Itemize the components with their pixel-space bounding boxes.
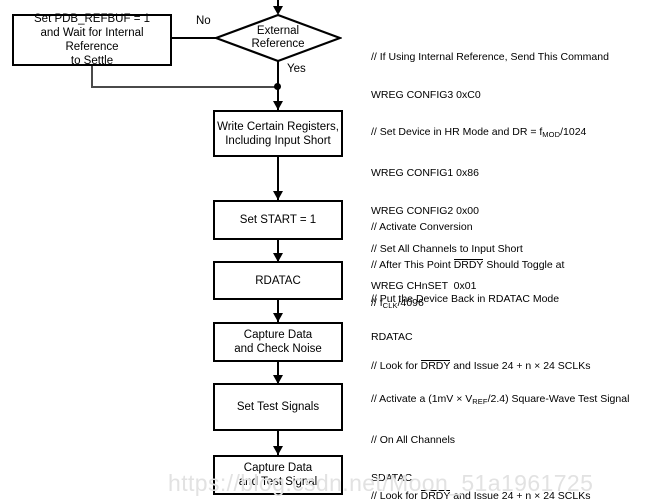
overline-drdy-2: DRDY (420, 360, 451, 373)
decision-diamond-shape (214, 13, 342, 63)
overline-drdy-3: DRDY (420, 490, 451, 499)
node-pdb-refbuf-line-1: Set PDB_REFBUF = 1 (34, 13, 150, 25)
connector-top-into-decision (277, 0, 279, 10)
arrowhead-set-test-signals (273, 375, 283, 384)
connector-test-signals-to-capture-test (277, 431, 279, 455)
node-capture-test-signal-line-1: Capture Data (243, 462, 313, 474)
node-capture-check-noise-line-2: and Check Noise (234, 343, 322, 355)
comment-rdatac: // Put the Device Back in RDATAC Mode RD… (371, 268, 559, 369)
comment-set-test-signals: // Activate a (1mV × VREF/2.4) Square-Wa… (371, 368, 629, 499)
node-write-registers-line-1: Write Certain Registers, (217, 120, 339, 133)
node-pdb-refbuf: Set PDB_REFBUF = 1 and Wait for Internal… (12, 13, 172, 67)
node-capture-test-signal: Capture Data and Test Signal (213, 455, 343, 495)
arrowhead-capture-noise (273, 313, 283, 322)
comment-rdatac-line-2: RDATAC (371, 330, 413, 343)
comment-set-start-line-2: // After This Point DRDY Should Toggle a… (371, 258, 565, 271)
decision-external-reference: External Reference (214, 13, 342, 63)
node-capture-check-noise-line-1: Capture Data (243, 329, 313, 341)
junction-dot (274, 83, 281, 90)
node-set-test-signals-line-1: Set Test Signals (236, 401, 320, 413)
arrowhead-set-start (273, 191, 283, 200)
connector-noise-to-test-signals (277, 362, 279, 384)
comment-capture-test: // Look for DRDY and Issue 24 + n × 24 S… (371, 465, 590, 499)
comment-write-registers-line-3: WREG CONFIG2 0x00 (371, 204, 479, 217)
subscript-ref: REF (472, 397, 488, 407)
comment-write-registers-line-5: WREG CHnSET 0x01 (371, 280, 477, 293)
connector-junction-to-write-registers (277, 87, 279, 110)
node-rdatac-line-1: RDATAC (255, 274, 301, 287)
node-set-test-signals: Set Test Signals (213, 383, 343, 431)
node-rdatac: RDATAC (213, 261, 343, 300)
watermark-text: https://blog.csdn.net/Moon_51a1961725 (168, 470, 594, 496)
comment-set-start-line-1: // Activate Conversion (371, 221, 473, 234)
overline-drdy-1: DRDY (453, 258, 484, 271)
arrowhead-write-registers (273, 101, 283, 110)
node-capture-test-signal-line-2: and Test Signal (238, 476, 318, 488)
connector-left-box-down (91, 66, 93, 88)
comment-capture-noise: // Look for DRDY and Issue 24 + n × 24 S… (371, 335, 590, 398)
node-pdb-refbuf-line-3: to Settle (70, 55, 114, 67)
comment-capture-noise-line-1: // Look for DRDY and Issue 24 + n × 24 S… (371, 360, 591, 373)
comment-set-test-signals-line-3: SDATAC (371, 471, 413, 484)
subscript-clk: CLK (382, 300, 398, 310)
comment-write-registers-line-4: // Set All Channels to Input Short (371, 242, 523, 255)
node-capture-check-noise: Capture Data and Check Noise (213, 322, 343, 362)
node-pdb-refbuf-line-2: and Wait for Internal Reference (40, 27, 144, 53)
comment-write-registers-line-2: WREG CONFIG1 0x86 (371, 166, 479, 179)
comment-set-test-signals-line-2: // On All Channels (371, 433, 456, 446)
comment-internal-reference-line-1: // If Using Internal Reference, Send Thi… (371, 51, 609, 64)
comment-set-start: // Activate Conversion // After This Poi… (371, 196, 564, 338)
arrowhead-rdatac (273, 253, 283, 262)
node-set-start-line-1: Set START = 1 (239, 214, 317, 226)
node-write-registers-line-2: Including Input Short (225, 134, 331, 147)
comment-set-test-signals-line-1: // Activate a (1mV × VREF/2.4) Square-Wa… (371, 393, 630, 407)
comment-set-start-line-3: // fCLK/4096 (371, 296, 424, 310)
connector-rdatac-to-capture-noise (277, 300, 279, 322)
connector-write-to-start (277, 157, 279, 200)
connector-yes-branch (277, 61, 279, 87)
edge-label-no: No (196, 15, 211, 27)
subscript-mod: MOD (542, 130, 561, 140)
connector-left-box-right (91, 86, 279, 88)
connector-no-branch (172, 37, 216, 39)
arrowhead-capture-test-signal (273, 446, 283, 455)
node-write-registers: Write Certain Registers, Including Input… (213, 110, 343, 157)
connector-start-to-rdatac (277, 240, 279, 262)
node-set-start: Set START = 1 (213, 200, 343, 240)
comment-internal-reference: // If Using Internal Reference, Send Thi… (371, 26, 609, 127)
comment-write-registers-line-1: // Set Device in HR Mode and DR = fMOD/1… (371, 126, 587, 140)
arrowhead-into-decision (273, 6, 283, 15)
comment-internal-reference-line-2: WREG CONFIG3 0xC0 (371, 88, 481, 101)
comment-write-registers: // Set Device in HR Mode and DR = fMOD/1… (371, 101, 586, 318)
comment-capture-test-line-1: // Look for DRDY and Issue 24 + n × 24 S… (371, 490, 590, 499)
edge-label-yes: Yes (287, 63, 306, 75)
comment-rdatac-line-1: // Put the Device Back in RDATAC Mode (371, 293, 560, 306)
